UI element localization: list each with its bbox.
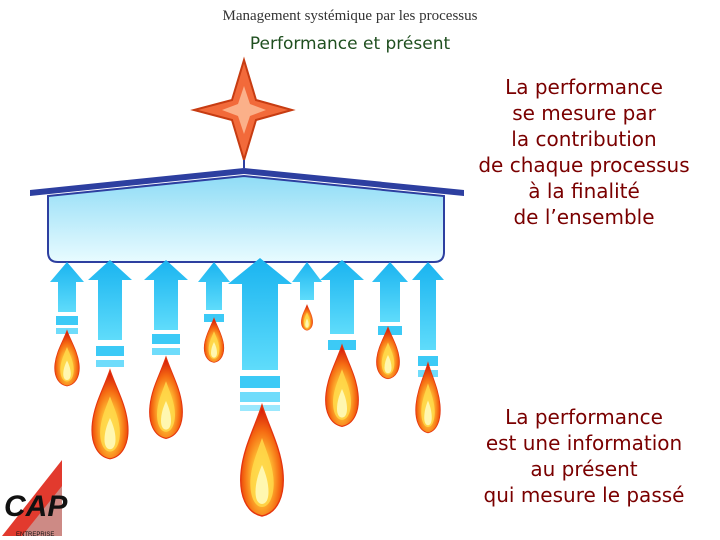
statement-contribution: La performance se mesure par la contribu… — [464, 74, 704, 230]
process-arrow — [292, 262, 322, 300]
statement-line: est une information — [485, 431, 683, 455]
cap-logo: CAP ENTREPRISE — [2, 460, 68, 538]
page-subtitle: Performance et présent — [249, 34, 451, 54]
flame-icon — [301, 304, 313, 331]
statement-line: au présent — [530, 457, 638, 481]
process-arrow — [320, 260, 364, 350]
process-arrow — [88, 260, 132, 367]
page-title: Management systémique par les processus — [222, 8, 478, 24]
flame-icon — [91, 369, 129, 460]
process-arrow — [412, 262, 444, 377]
logo-subtext: ENTREPRISE — [16, 532, 54, 538]
process-arrow — [228, 258, 292, 411]
statement-line: se mesure par — [512, 101, 656, 125]
statement-line: La performance — [505, 405, 663, 429]
statement-line: de l’ensemble — [513, 205, 655, 229]
statement-line: qui mesure le passé — [483, 483, 685, 507]
flame-icon — [203, 317, 225, 363]
statement-line: de chaque processus — [478, 153, 690, 177]
flame-icon — [239, 404, 285, 517]
flame-icon — [54, 330, 80, 387]
process-arrow — [198, 262, 230, 322]
process-arrow — [50, 262, 84, 334]
flame-icon — [325, 344, 359, 427]
system-box — [47, 174, 445, 263]
statement-line: à la finalité — [528, 179, 640, 203]
logo-text: CAP — [4, 490, 68, 523]
statement-present: La performance est une information au pr… — [464, 404, 704, 508]
star-icon — [190, 56, 296, 168]
statement-line: la contribution — [511, 127, 657, 151]
flame-icon — [149, 356, 183, 439]
statement-line: La performance — [505, 75, 663, 99]
process-arrow — [372, 262, 408, 335]
process-arrow — [144, 260, 188, 355]
roof-line — [30, 168, 464, 196]
